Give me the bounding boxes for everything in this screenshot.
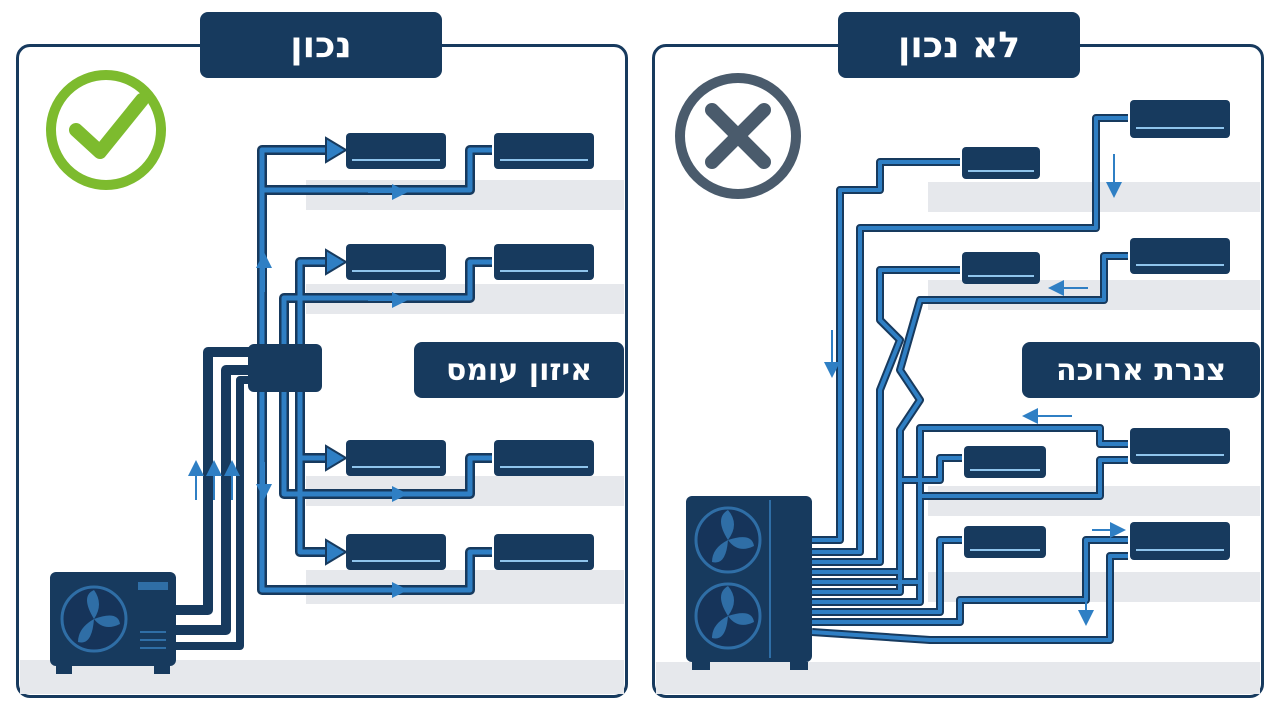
indoor-unit — [494, 133, 594, 169]
indoor-unit — [1130, 522, 1230, 560]
right-long-pipes-inner — [811, 116, 1128, 642]
left-flow-arrowheads — [325, 136, 348, 566]
left-flow-arrows — [188, 184, 408, 598]
distributor-box — [248, 344, 322, 392]
indoor-unit — [494, 440, 594, 476]
left-indoor-units — [346, 133, 594, 570]
right-flow-arrows — [824, 154, 1126, 626]
indoor-unit — [1130, 238, 1230, 274]
indoor-unit — [346, 244, 446, 280]
indoor-unit — [1130, 428, 1230, 464]
indoor-unit — [494, 534, 594, 570]
indoor-unit — [964, 446, 1046, 478]
load-balance-label: איזון עומס — [414, 342, 624, 398]
correct-title-badge: נכון — [200, 12, 442, 78]
right-indoor-units — [962, 100, 1230, 560]
indoor-unit — [346, 133, 446, 169]
indoor-unit — [1130, 100, 1230, 138]
long-piping-label: צנרת ארוכה — [1022, 342, 1260, 398]
incorrect-title-badge: לא נכון — [838, 12, 1080, 78]
left-trunk-pipes — [176, 347, 252, 650]
indoor-unit — [346, 440, 446, 476]
indoor-unit — [494, 244, 594, 280]
indoor-unit — [962, 147, 1040, 179]
check-circle-icon — [46, 70, 166, 190]
right-outdoor-unit — [686, 496, 812, 670]
indoor-unit — [964, 526, 1046, 558]
indoor-unit — [962, 252, 1040, 284]
x-circle-icon — [675, 73, 801, 199]
left-outdoor-unit — [50, 572, 176, 674]
right-floor-strips — [656, 182, 1260, 694]
indoor-unit — [346, 534, 446, 570]
left-branch-pipes-inner — [259, 147, 492, 593]
